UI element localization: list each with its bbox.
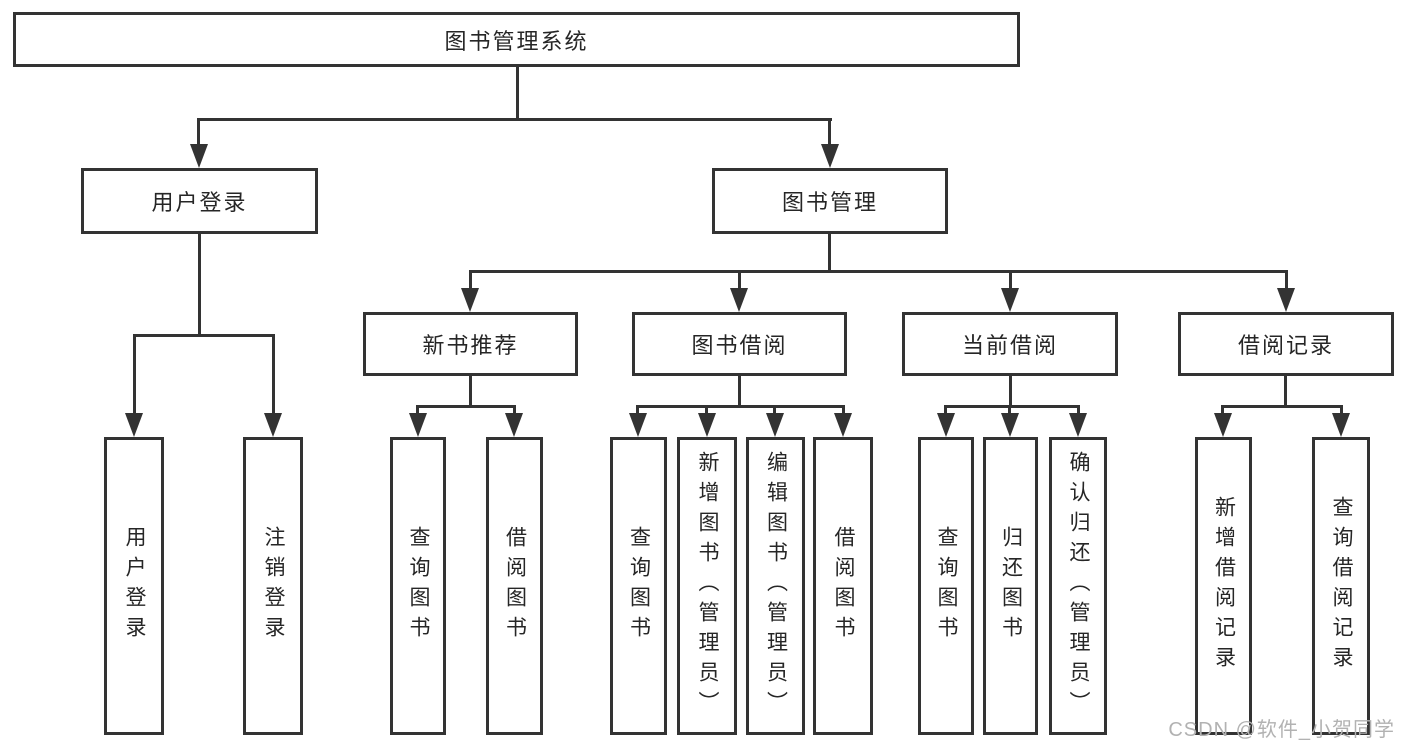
arrowhead-cb-return — [1001, 413, 1019, 437]
arrowhead-user-login — [190, 144, 208, 168]
leaf-cb-return-book: 归还图书 — [983, 437, 1038, 735]
connector-to-cb-query — [944, 405, 947, 417]
connector-to-leaf-logout — [272, 334, 275, 415]
arrowhead-cb-confirm — [1069, 413, 1087, 437]
node-current-borrow: 当前借阅 — [902, 312, 1118, 376]
connector-to-bb-query — [636, 405, 639, 417]
arrowhead-current-borrow — [1001, 288, 1019, 312]
leaf-bb-add-book-admin: 新增图书（管理员） — [677, 437, 737, 735]
connector-to-new-book — [469, 270, 472, 290]
connector-to-current-borrow — [1009, 270, 1012, 290]
connector-to-cb-confirm — [1077, 405, 1080, 417]
arrowhead-nb-query — [409, 413, 427, 437]
connector-user-login-bar — [133, 334, 275, 337]
node-borrow-record: 借阅记录 — [1178, 312, 1394, 376]
arrowhead-book-mgmt — [821, 144, 839, 168]
leaf-nb-borrow-book: 借阅图书 — [486, 437, 543, 735]
leaf-nb-query-book: 查询图书 — [390, 437, 446, 735]
arrowhead-leaf-user-login — [125, 413, 143, 437]
node-user-login: 用户登录 — [81, 168, 318, 234]
leaf-logout: 注销登录 — [243, 437, 303, 735]
leaf-cb-query-book: 查询图书 — [918, 437, 974, 735]
arrowhead-bb-borrow — [834, 413, 852, 437]
connector-to-book-borrow — [738, 270, 741, 290]
connector-to-cb-return — [1008, 405, 1011, 417]
arrowhead-cb-query — [937, 413, 955, 437]
leaf-bb-query-book: 查询图书 — [610, 437, 667, 735]
node-library-management-system: 图书管理系统 — [13, 12, 1020, 67]
node-new-book-recommend: 新书推荐 — [363, 312, 578, 376]
connector-to-bb-edit — [773, 405, 776, 417]
arrowhead-borrow-record — [1277, 288, 1295, 312]
connector-book-mgmt-stem — [828, 234, 831, 270]
csdn-watermark: CSDN @软件_小贺同学 — [1168, 719, 1395, 741]
arrowhead-nb-borrow — [505, 413, 523, 437]
node-book-borrow: 图书借阅 — [632, 312, 847, 376]
leaf-br-query-record: 查询借阅记录 — [1312, 437, 1370, 735]
node-book-mgmt: 图书管理 — [712, 168, 948, 234]
arrowhead-book-borrow — [730, 288, 748, 312]
arrowhead-br-add — [1214, 413, 1232, 437]
connector-new-book-bar — [416, 405, 516, 408]
connector-user-login-stem — [198, 234, 201, 334]
arrowhead-bb-query — [629, 413, 647, 437]
connector-to-bb-add — [705, 405, 708, 417]
leaf-cb-confirm-return-admin: 确认归还（管理员） — [1049, 437, 1107, 735]
leaf-br-add-record: 新增借阅记录 — [1195, 437, 1252, 735]
arrowhead-new-book — [461, 288, 479, 312]
connector-to-nb-query — [416, 405, 419, 417]
arrowhead-bb-add — [698, 413, 716, 437]
connector-borrow-record-stem — [1284, 376, 1287, 405]
connector-to-br-add — [1221, 405, 1224, 417]
arrowhead-leaf-logout — [264, 413, 282, 437]
connector-to-br-query — [1340, 405, 1343, 417]
connector-to-user-login — [197, 118, 200, 147]
connector-level1-bar — [197, 118, 832, 121]
connector-current-borrow-bar — [944, 405, 1080, 408]
connector-current-borrow-stem — [1009, 376, 1012, 407]
connector-book-borrow-stem — [738, 376, 741, 405]
connector-to-nb-borrow — [513, 405, 516, 417]
connector-to-leaf-user-login — [133, 334, 136, 415]
connector-root-stem — [516, 67, 519, 118]
arrowhead-br-query — [1332, 413, 1350, 437]
connector-new-book-stem — [469, 376, 472, 407]
arrowhead-bb-edit — [766, 413, 784, 437]
connector-to-book-mgmt — [828, 118, 831, 147]
connector-book-borrow-bar — [636, 405, 845, 408]
connector-level2-bar — [470, 270, 1288, 273]
connector-to-bb-borrow — [842, 405, 845, 417]
leaf-user-login: 用户登录 — [104, 437, 164, 735]
leaf-bb-borrow-book: 借阅图书 — [813, 437, 873, 735]
leaf-bb-edit-book-admin: 编辑图书（管理员） — [746, 437, 805, 735]
connector-to-borrow-record — [1285, 270, 1288, 290]
connector-borrow-record-bar — [1221, 405, 1343, 408]
